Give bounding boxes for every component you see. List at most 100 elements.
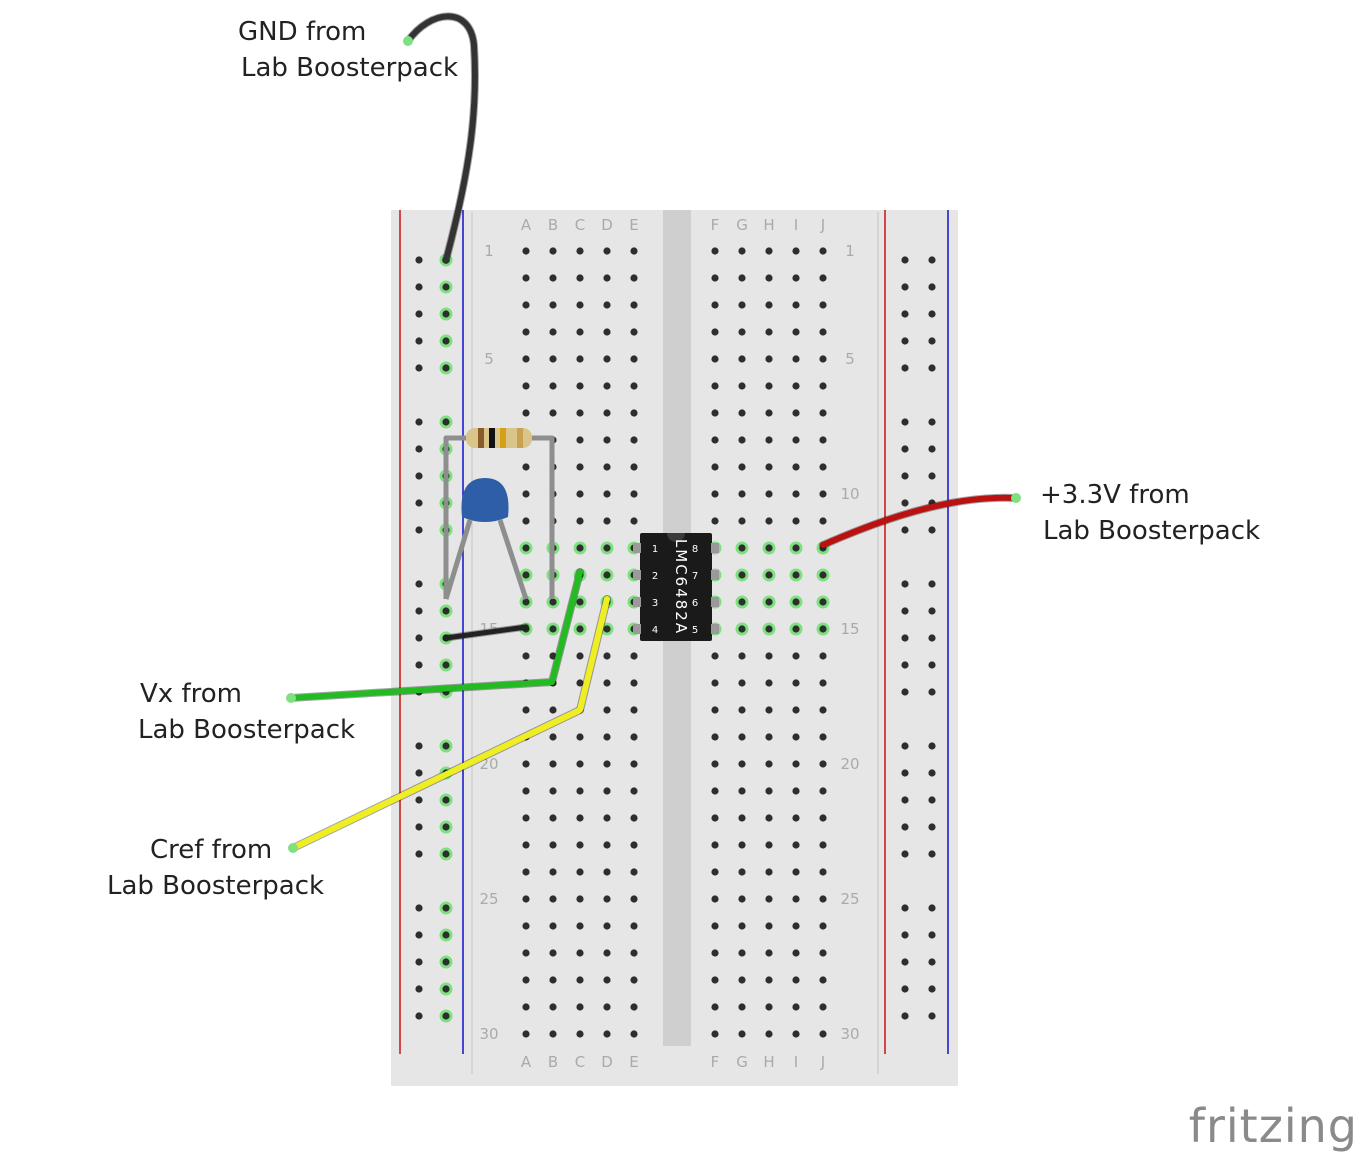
right-rail-hole [901,364,909,372]
hole-g30 [738,1030,746,1038]
hole-i29 [792,1003,800,1011]
hole-i16 [792,652,800,660]
right-rail-hole [928,607,936,615]
column-label-f: F [711,216,720,234]
left-rail-hole [415,634,423,642]
hole-i18 [792,706,800,714]
hole-c5 [576,355,584,363]
right-rail-hole [928,769,936,777]
resistor-band [478,428,484,448]
hole-c4 [576,328,584,336]
hole-d23 [603,841,611,849]
hole-b23 [549,841,557,849]
wires [286,12,1021,853]
column-label-a: A [521,216,532,234]
left-rail-hole [442,850,450,858]
fritzing-logo: fritzing [1188,1099,1358,1153]
column-label-e: E [629,1053,638,1071]
hole-f1 [711,247,719,255]
hole-f29 [711,1003,719,1011]
hole-b14 [549,598,557,606]
hole-h26 [765,922,773,930]
hole-c12 [576,544,584,552]
hole-f16 [711,652,719,660]
hole-g19 [738,733,746,741]
hole-h18 [765,706,773,714]
hole-a25 [522,895,530,903]
right-rail-hole [901,634,909,642]
hole-j3 [819,301,827,309]
left-rail-hole [442,931,450,939]
row-label-left-30: 30 [479,1025,498,1043]
hole-g22 [738,814,746,822]
hole-h5 [765,355,773,363]
hole-j4 [819,328,827,336]
hole-e19 [630,733,638,741]
column-label-b: B [548,216,558,234]
column-label-g: G [736,216,748,234]
row-label-right-30: 30 [840,1025,859,1043]
hole-d10 [603,490,611,498]
ic-pin-number-8: 8 [692,544,698,555]
hole-f7 [711,409,719,417]
right-rail-hole [901,769,909,777]
hole-i28 [792,976,800,984]
hole-a29 [522,1003,530,1011]
hole-a24 [522,868,530,876]
ic-pin-right [711,597,719,607]
hole-c1 [576,247,584,255]
right-rail-hole [928,526,936,534]
left-rail-hole [442,337,450,345]
hole-h8 [765,436,773,444]
ic-pin-right [711,624,719,634]
vcc-label-line2: Lab Boosterpack [1043,516,1261,546]
right-rail-hole [901,688,909,696]
hole-e9 [630,463,638,471]
hole-h6 [765,382,773,390]
ic-pin-left [633,597,641,607]
right-rail-hole [901,904,909,912]
hole-a11 [522,517,530,525]
hole-b4 [549,328,557,336]
hole-g28 [738,976,746,984]
hole-e17 [630,679,638,687]
hole-j20 [819,760,827,768]
hole-h25 [765,895,773,903]
column-label-e: E [629,216,638,234]
hole-g27 [738,949,746,957]
hole-a9 [522,463,530,471]
hole-i22 [792,814,800,822]
left-rail-hole [415,499,423,507]
hole-g17 [738,679,746,687]
hole-b25 [549,895,557,903]
hole-f30 [711,1030,719,1038]
left-rail-hole [415,472,423,480]
hole-g9 [738,463,746,471]
right-rail-hole [928,850,936,858]
column-label-j: J [820,1053,825,1071]
hole-j7 [819,409,827,417]
hole-j18 [819,706,827,714]
right-rail-hole [928,904,936,912]
hole-e22 [630,814,638,822]
vx-wire-end [286,693,296,703]
gnd-label-line2: Lab Boosterpack [241,53,459,83]
column-label-d: D [601,1053,613,1071]
ic-pin-left [633,543,641,553]
column-label-g: G [736,1053,748,1071]
ic-pin-number-4: 4 [652,625,658,636]
left-rail-hole [442,958,450,966]
right-rail-hole [901,742,909,750]
hole-d12 [603,544,611,552]
right-rail-hole [901,499,909,507]
hole-b1 [549,247,557,255]
resistor-band [500,428,506,448]
hole-f20 [711,760,719,768]
hole-b29 [549,1003,557,1011]
hole-g24 [738,868,746,876]
hole-b16 [549,652,557,660]
hole-d20 [603,760,611,768]
hole-e6 [630,382,638,390]
hole-e3 [630,301,638,309]
hole-d16 [603,652,611,660]
